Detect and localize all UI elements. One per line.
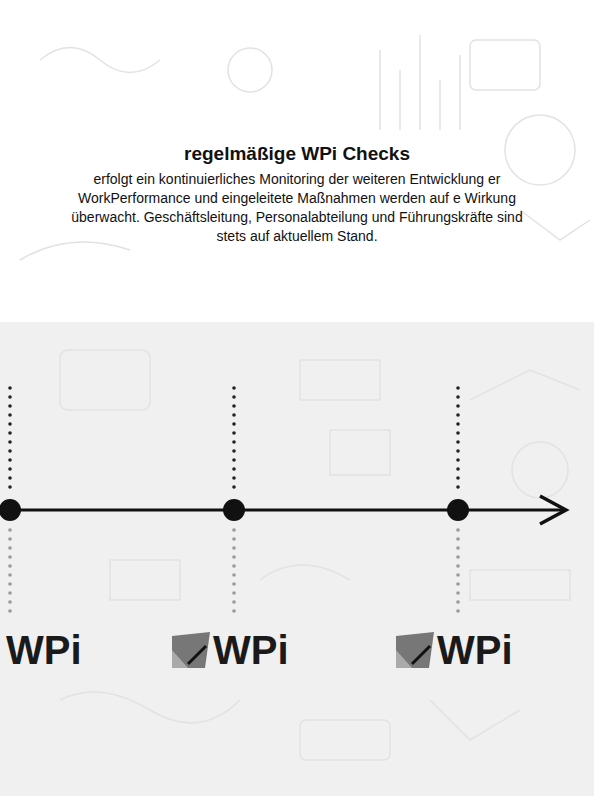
guide-dot [232,609,236,613]
guide-dot [232,413,236,417]
guide-dot [456,591,460,595]
guide-dot [8,537,12,541]
guide-dot [456,422,460,426]
body-text: erfolgt ein kontinuierliches Monitoring … [57,170,537,246]
guide-dot [232,573,236,577]
guide-dot [456,485,460,489]
guide-dot [8,591,12,595]
guide-dot [8,564,12,568]
guide-dot [456,413,460,417]
guide-dot [8,476,12,480]
guide-dot [8,609,12,613]
guide-dot [232,467,236,471]
guide-dot [8,458,12,462]
wpi-label: WPi [437,628,513,672]
guide-dot [232,591,236,595]
guide-dot [456,537,460,541]
milestone-dot [223,499,245,521]
guide-dot [232,422,236,426]
guide-dot [456,431,460,435]
arrow-head [540,496,566,524]
guide-dot [456,440,460,444]
guide-dot [456,449,460,453]
guide-dot [456,546,460,550]
guide-dot [8,555,12,559]
guide-dot [8,546,12,550]
guide-dot [232,395,236,399]
guide-dot [456,609,460,613]
guide-dot [232,485,236,489]
guide-dot [8,485,12,489]
heading: regelmäßige WPi Checks [47,143,547,165]
guide-dot [456,404,460,408]
wpi-label: WPi [6,628,82,672]
guide-dot [232,555,236,559]
guide-dot [232,431,236,435]
guide-dot [8,386,12,390]
guide-dot [456,476,460,480]
milestone-dot [0,499,21,521]
guide-dot [232,458,236,462]
gauge-icon [396,632,434,668]
guide-dot [232,582,236,586]
guide-dot [456,458,460,462]
guide-dot [8,431,12,435]
guide-dot [232,440,236,444]
guide-dot [232,537,236,541]
guide-dot [8,404,12,408]
timeline-axis [0,509,564,512]
guide-dot [8,413,12,417]
guide-dot [8,395,12,399]
guide-dot [232,449,236,453]
guide-dot [8,440,12,444]
guide-dot [456,600,460,604]
guide-dot [232,546,236,550]
guide-dot [456,582,460,586]
guide-dot [8,422,12,426]
guide-dot [8,528,12,532]
guide-dot [8,600,12,604]
guide-dot [456,395,460,399]
guide-dot [456,555,460,559]
guide-dot [232,404,236,408]
guide-dot [456,386,460,390]
guide-dot [456,467,460,471]
gauge-icon [172,632,210,668]
guide-dot [232,528,236,532]
guide-dot [232,476,236,480]
guide-dot [8,573,12,577]
guide-dot [8,582,12,586]
guide-dot [456,564,460,568]
milestone-dot [447,499,469,521]
guide-dot [456,528,460,532]
timeline [0,496,566,524]
dotted-guides [8,386,460,613]
wpi-label: WPi [213,628,289,672]
guide-dot [232,600,236,604]
guide-dot [8,467,12,471]
guide-dot [456,573,460,577]
guide-dot [232,564,236,568]
guide-dot [8,449,12,453]
guide-dot [232,386,236,390]
